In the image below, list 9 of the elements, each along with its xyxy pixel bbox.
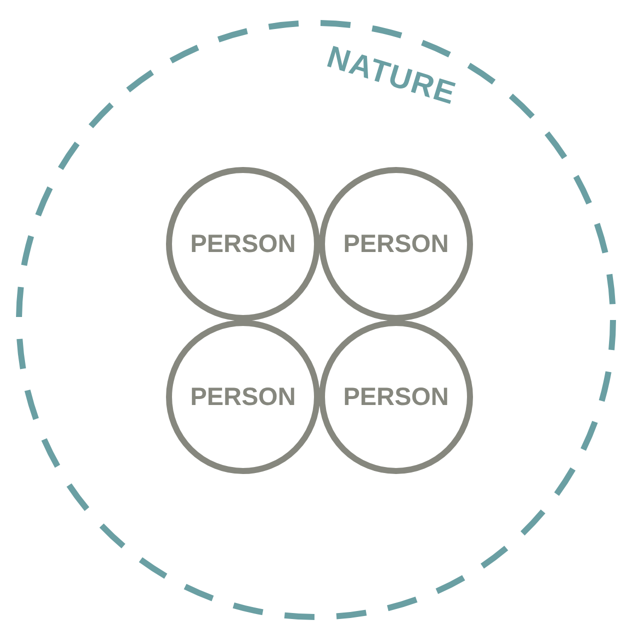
circle-label: PERSON (190, 382, 296, 412)
circle-label: PERSON (190, 230, 296, 258)
person-circle (319, 320, 473, 474)
circle-label: PERSON (343, 230, 449, 258)
circle-label: PERSON (343, 382, 449, 412)
dashed-boundary-circle (16, 20, 616, 620)
person-circle (319, 167, 473, 321)
person-circle (166, 167, 320, 321)
person-circle (166, 320, 320, 474)
